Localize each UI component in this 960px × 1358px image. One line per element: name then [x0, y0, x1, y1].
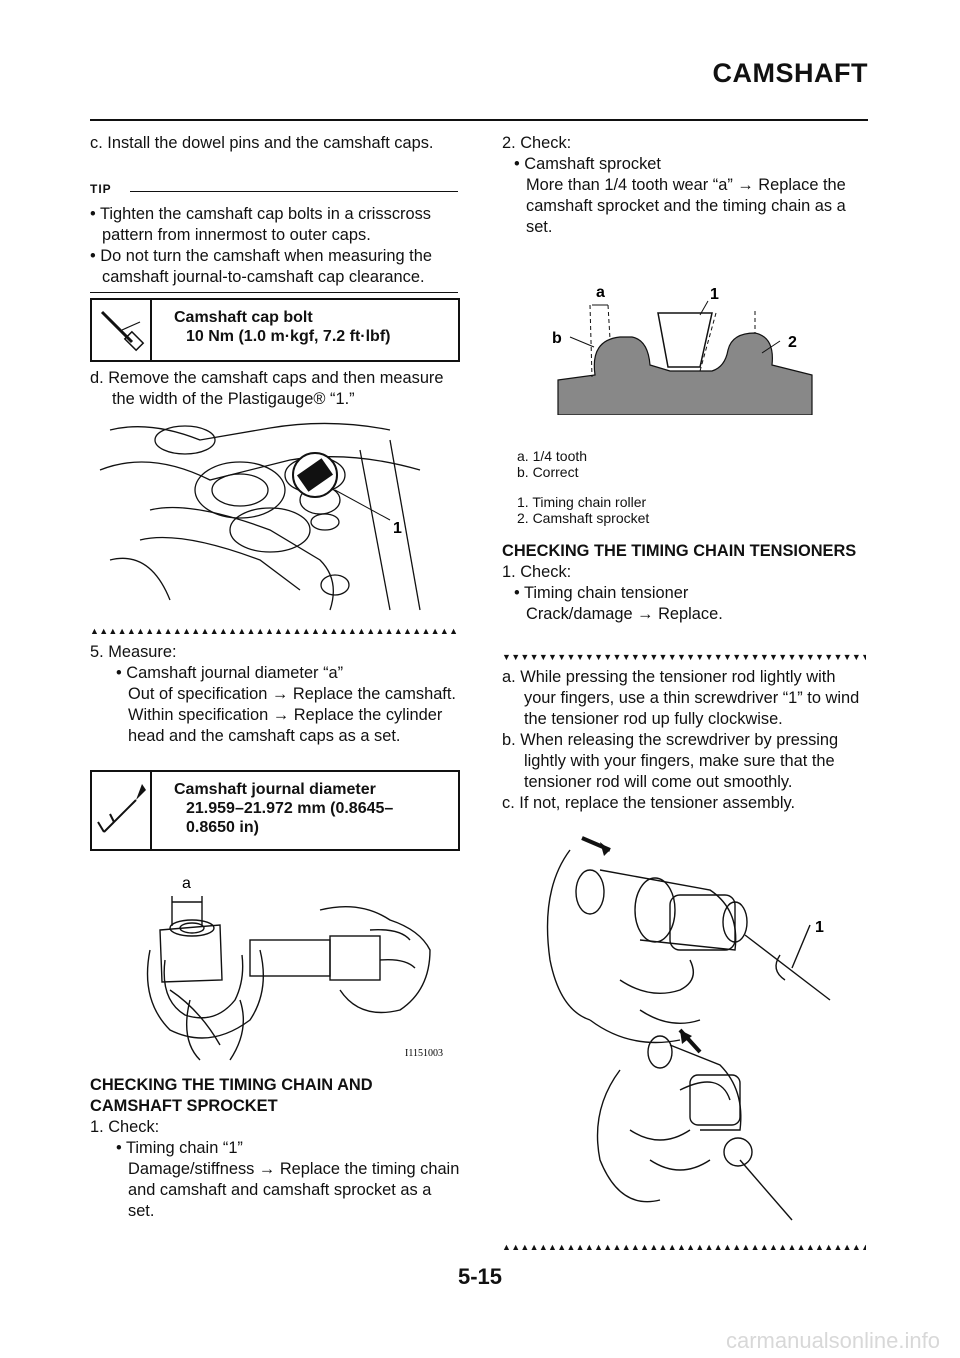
- tensioner-step-a: a. While pressing the tensioner rod ligh…: [502, 668, 860, 728]
- tensioner-text: Crack/damage → Replace.: [526, 605, 723, 623]
- tensioner-bullet: • Timing chain tensioner: [514, 584, 689, 602]
- legend-item: 2. Camshaft sprocket: [517, 510, 650, 526]
- legend-item: a. 1/4 tooth: [517, 448, 588, 464]
- spec-box-cap-bolt: Camshaft cap bolt 10 Nm (1.0 m·kgf, 7.2 …: [90, 298, 460, 362]
- spec-box-journal: Camshaft journal diameter 21.959–21.972 …: [90, 770, 460, 851]
- section-marker-down: ▼▼▼▼▼▼▼▼▼▼▼▼▼▼▼▼▼▼▼▼▼▼▼▼▼▼▼▼▼▼▼▼▼▼▼▼▼▼▼▼…: [502, 652, 866, 662]
- check1-bullet: • Timing chain “1”: [116, 1139, 243, 1157]
- step5-out-spec: Out of specification → Replace the camsh…: [128, 685, 456, 703]
- fig3-label-b: b: [552, 330, 562, 347]
- fig3-label-1: 1: [710, 286, 719, 303]
- step-c: c. Install the dowel pins and the camsha…: [90, 134, 434, 152]
- spec-title: Camshaft journal diameter: [174, 781, 376, 798]
- fig3-label-2: 2: [788, 334, 797, 351]
- page-title: CAMSHAFT: [712, 58, 868, 88]
- check1-heading: 1. Check:: [90, 1118, 160, 1136]
- step-d-block: d. Remove the camshaft caps and then mea…: [90, 368, 460, 410]
- tensioner-step-c: c. If not, replace the tensioner assembl…: [502, 794, 796, 812]
- legend-numbers: 1. Timing chain roller 2. Camshaft sproc…: [517, 494, 649, 526]
- spec-title: Camshaft cap bolt: [174, 309, 313, 326]
- spec-text: Camshaft journal diameter 21.959–21.972 …: [174, 780, 436, 837]
- heading-sprocket: CHECKING THE TIMING CHAIN AND CAMSHAFT S…: [90, 1076, 373, 1115]
- check1-text: Damage/stiffness → Replace the timing ch…: [128, 1160, 460, 1220]
- tip-list: • Tighten the camshaft cap bolts in a cr…: [90, 204, 460, 288]
- tensioner-figure: 1: [546, 836, 831, 1221]
- fig3-label-a: a: [596, 284, 605, 301]
- tip-label: TIP: [90, 182, 112, 196]
- tensioner-steps: a. While pressing the tensioner rod ligh…: [502, 667, 868, 814]
- fig2-code: I1151003: [405, 1048, 443, 1059]
- plastigauge-figure: 1: [99, 422, 421, 611]
- legend-letters: a. 1/4 tooth b. Correct: [517, 448, 587, 480]
- spec-value: 10 Nm (1.0 m·kgf, 7.2 ft·lbf): [186, 328, 391, 345]
- page-number: 5-15: [457, 1264, 503, 1289]
- tensioner-check: 1. Check:: [502, 563, 572, 581]
- step5-within-spec: Within specification → Replace the cylin…: [128, 706, 443, 745]
- step5-block: 5. Measure: • Camshaft journal diameter …: [90, 642, 460, 747]
- micrometer-figure: a I1151003: [146, 875, 443, 1061]
- right-column-top: 2. Check: • Camshaft sprocket More than …: [502, 133, 868, 238]
- legend-item: 1. Timing chain roller: [517, 494, 647, 510]
- caliper-icon: [92, 772, 152, 849]
- section-marker-up-end: ▲▲▲▲▲▲▲▲▲▲▲▲▲▲▲▲▲▲▲▲▲▲▲▲▲▲▲▲▲▲▲▲▲▲▲▲▲▲▲▲…: [502, 1242, 866, 1252]
- tip-rule-top: [130, 191, 458, 192]
- heading-tensioner: CHECKING THE TIMING CHAIN TENSIONERS: [502, 542, 857, 560]
- check2-heading: 2. Check:: [502, 134, 572, 152]
- step5-heading: 5. Measure:: [90, 643, 177, 661]
- tip-item: • Tighten the camshaft cap bolts in a cr…: [90, 205, 431, 244]
- tensioner-step-b: b. When releasing the screwdriver by pre…: [502, 731, 839, 791]
- fig2-callout: a: [182, 875, 191, 892]
- header-rule: [90, 119, 868, 121]
- sprocket-section: CHECKING THE TIMING CHAIN AND CAMSHAFT S…: [90, 1075, 462, 1222]
- fig4-callout: 1: [815, 919, 824, 936]
- spec-text: Camshaft cap bolt 10 Nm (1.0 m·kgf, 7.2 …: [174, 308, 390, 346]
- section-marker-up: ▲▲▲▲▲▲▲▲▲▲▲▲▲▲▲▲▲▲▲▲▲▲▲▲▲▲▲▲▲▲▲▲▲▲▲▲▲▲▲▲…: [90, 626, 458, 636]
- tip-item: • Do not turn the camshaft when measurin…: [90, 247, 432, 286]
- tip-rule-bottom: [90, 292, 458, 293]
- check2-bullet: • Camshaft sprocket: [514, 155, 661, 173]
- legend-item: b. Correct: [517, 464, 579, 480]
- step5-bullet: • Camshaft journal diameter “a”: [116, 664, 344, 682]
- spec-value: 21.959–21.972 mm (0.8645–0.8650 in): [186, 800, 394, 836]
- fig1-callout: 1: [393, 520, 402, 537]
- tensioner-section: CHECKING THE TIMING CHAIN TENSIONERS 1. …: [502, 541, 868, 625]
- check2-text: More than 1/4 tooth wear “a” → Replace t…: [526, 176, 846, 236]
- left-column-top: c. Install the dowel pins and the camsha…: [90, 133, 460, 154]
- sprocket-tooth-figure: a b 1 2: [552, 284, 813, 415]
- torque-wrench-icon: [92, 300, 152, 360]
- step-d: d. Remove the camshaft caps and then mea…: [90, 369, 444, 408]
- watermark: carmanualsonline.info: [725, 1328, 940, 1353]
